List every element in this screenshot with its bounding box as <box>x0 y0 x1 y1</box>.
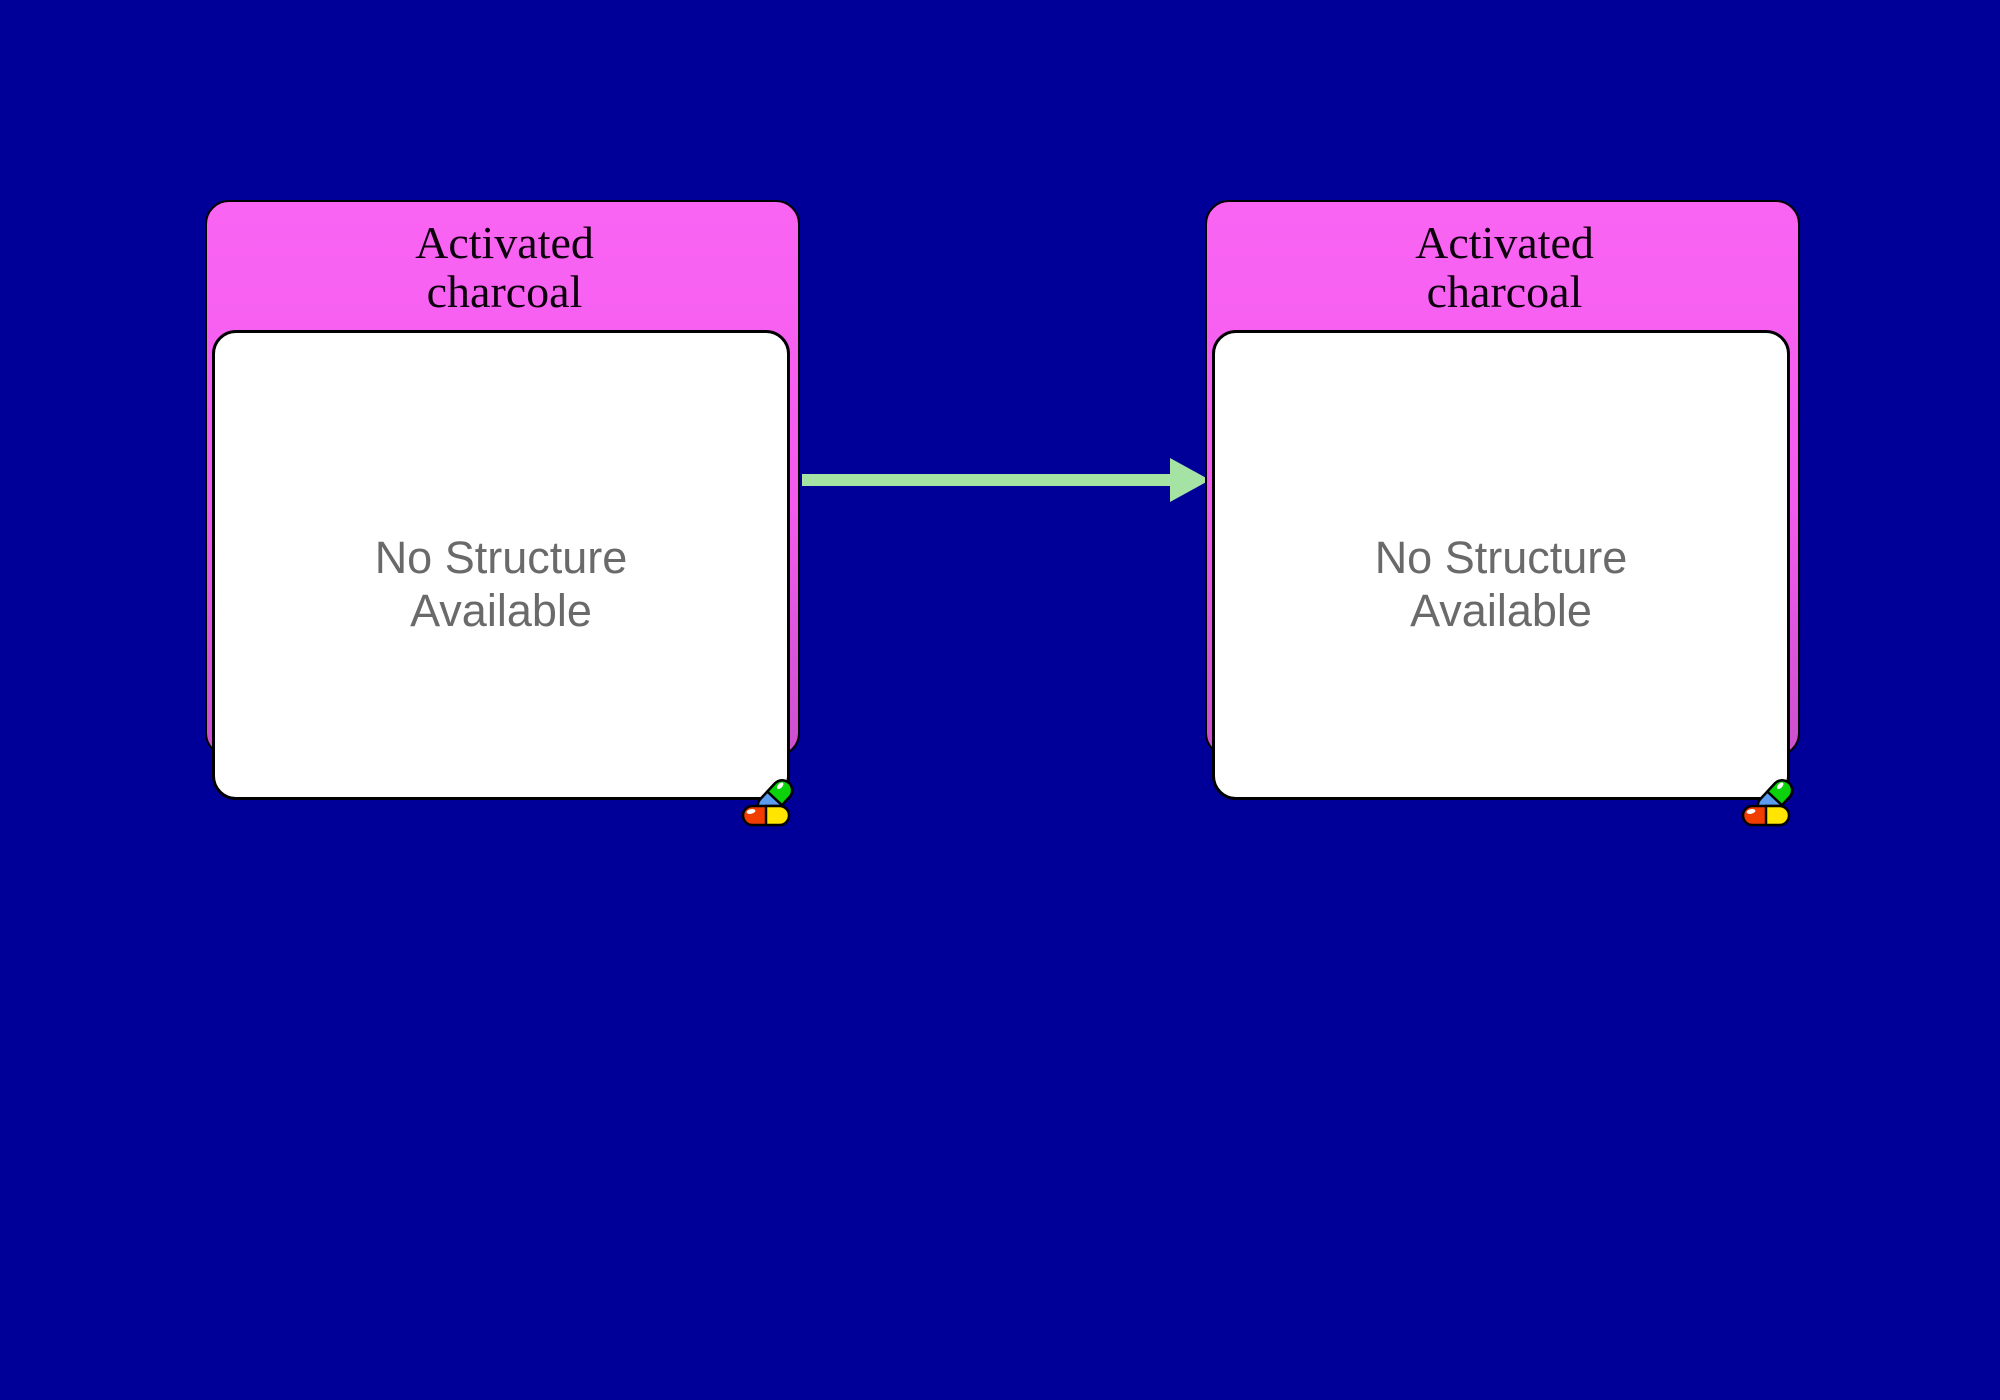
edge-arrowhead <box>1170 458 1210 502</box>
pill-capsules-icon[interactable] <box>1740 778 1797 828</box>
no-structure-line2: Available <box>1410 585 1592 636</box>
node-title: Activated charcoal <box>1207 202 1802 332</box>
drug-node-right[interactable]: Activated charcoal No Structure Availabl… <box>1205 200 1802 827</box>
edge-arrow <box>802 458 1210 502</box>
no-structure-label: No Structure Available <box>215 371 787 797</box>
drug-node-left[interactable]: Activated charcoal No Structure Availabl… <box>205 200 802 827</box>
node-title-line2: charcoal <box>426 266 583 317</box>
edge-arrow-shaft <box>802 474 1180 486</box>
no-structure-label: No Structure Available <box>1215 371 1787 797</box>
structure-panel: No Structure Available <box>212 330 790 800</box>
no-structure-line2: Available <box>410 585 592 636</box>
node-title-line1: Activated <box>415 217 594 268</box>
node-title-line1: Activated <box>1415 217 1594 268</box>
structure-panel: No Structure Available <box>1212 330 1790 800</box>
no-structure-line1: No Structure <box>1374 532 1628 583</box>
node-title: Activated charcoal <box>207 202 802 332</box>
no-structure-line1: No Structure <box>374 532 628 583</box>
pill-capsules-icon[interactable] <box>740 778 797 828</box>
node-title-line2: charcoal <box>1426 266 1583 317</box>
